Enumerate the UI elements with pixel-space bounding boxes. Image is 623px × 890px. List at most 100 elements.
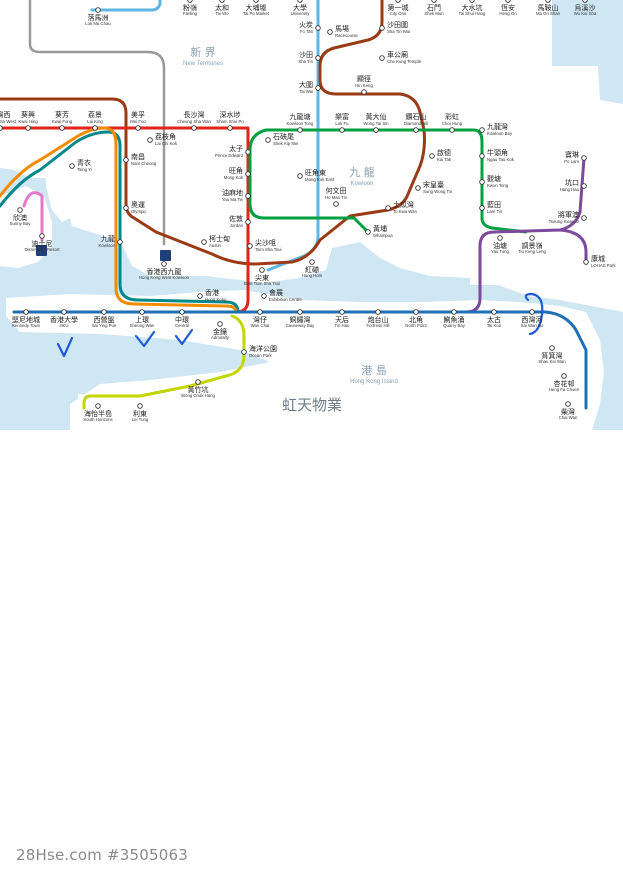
station-marker[interactable] xyxy=(413,127,419,133)
station-marker[interactable] xyxy=(315,55,321,61)
station-marker[interactable] xyxy=(297,127,303,133)
station-marker[interactable] xyxy=(201,239,207,245)
station-marker[interactable] xyxy=(297,309,303,315)
station-marker[interactable] xyxy=(339,309,345,315)
station-marker[interactable] xyxy=(245,219,251,225)
station-marker[interactable] xyxy=(245,171,251,177)
station-marker[interactable] xyxy=(315,85,321,91)
station-marker[interactable] xyxy=(529,309,535,315)
station-marker[interactable] xyxy=(491,309,497,315)
station-marker[interactable] xyxy=(39,233,45,239)
station-marker[interactable] xyxy=(191,125,197,131)
station-marker[interactable] xyxy=(451,309,457,315)
station-marker[interactable] xyxy=(95,7,101,13)
station-marker[interactable] xyxy=(469,0,475,3)
station-marker[interactable] xyxy=(195,379,201,385)
station-marker[interactable] xyxy=(561,373,567,379)
station-marker[interactable] xyxy=(449,127,455,133)
station-marker[interactable] xyxy=(581,183,587,189)
station-marker[interactable] xyxy=(479,179,485,185)
station-marker[interactable] xyxy=(565,401,571,407)
station-marker[interactable] xyxy=(479,205,485,211)
station-marker[interactable] xyxy=(161,261,167,267)
station-marker[interactable] xyxy=(431,0,437,3)
station-marker[interactable] xyxy=(227,125,233,131)
station-marker[interactable] xyxy=(139,309,145,315)
station-marker[interactable] xyxy=(385,205,391,211)
station-marker[interactable] xyxy=(261,293,267,299)
station-marker[interactable] xyxy=(137,403,143,409)
station-marker[interactable] xyxy=(23,309,29,315)
station-marker[interactable] xyxy=(379,55,385,61)
station-marker[interactable] xyxy=(0,125,3,131)
station-marker[interactable] xyxy=(17,207,23,213)
station-marker[interactable] xyxy=(415,185,421,191)
station-marker[interactable] xyxy=(101,309,107,315)
station-marker[interactable] xyxy=(197,293,203,299)
station-marker[interactable] xyxy=(315,25,321,31)
station-marker[interactable] xyxy=(479,127,485,133)
station-marker[interactable] xyxy=(365,229,371,235)
station-marker[interactable] xyxy=(529,235,535,241)
station-marker[interactable] xyxy=(61,309,67,315)
station-marker[interactable] xyxy=(429,153,435,159)
station-marker[interactable] xyxy=(245,193,251,199)
station-marker[interactable] xyxy=(123,157,129,163)
station-marker[interactable] xyxy=(361,89,367,95)
station-marker[interactable] xyxy=(69,163,75,169)
